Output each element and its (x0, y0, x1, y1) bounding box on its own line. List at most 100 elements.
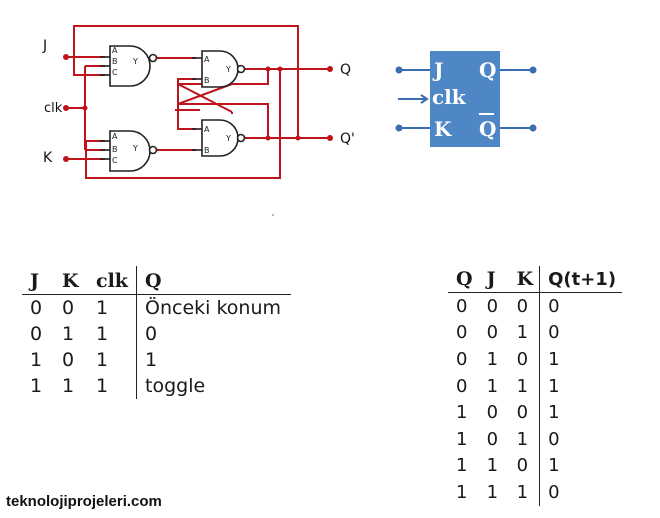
gates (100, 45, 246, 172)
symbol-box (430, 51, 500, 147)
pin-label: Y (132, 144, 138, 153)
table-cell: 1 (456, 455, 468, 477)
pin-label: A (112, 46, 118, 55)
symbol-label-j: J (432, 58, 443, 82)
table-cell: 1 (96, 297, 109, 319)
table-cell: 0 (539, 319, 623, 347)
pin-label: Y (225, 65, 231, 74)
table-cell: 0 (539, 425, 623, 453)
symbol-label-q-bar: Q (479, 117, 496, 141)
table-cell: 1 (539, 452, 623, 480)
table-cell: 1 (30, 349, 43, 371)
table-cell: 1 (456, 428, 468, 450)
input-label-k: K (43, 150, 53, 166)
nand2-gate-bottom (192, 119, 246, 157)
table-cell: 1 (539, 372, 623, 400)
column-header: J (22, 266, 54, 295)
table-cell: 1 (516, 481, 529, 503)
pin-label: C (112, 68, 118, 77)
table-cell: 1 (486, 481, 499, 503)
table-cell: 1 (96, 375, 109, 397)
column-header: K (54, 266, 88, 295)
stray-dot (272, 214, 274, 216)
table-cell: 1 (96, 349, 109, 371)
table-cell: 0 (516, 455, 529, 477)
table-cell: 0 (456, 295, 468, 317)
table-cell: 0 (30, 323, 43, 345)
table-cell: 1 (539, 399, 623, 426)
table-cell: 0 (516, 348, 529, 370)
wires (66, 25, 330, 179)
table-cell: 1 (516, 322, 529, 344)
table-cell: 1 (486, 348, 499, 370)
column-header: Q (136, 266, 291, 295)
table-cell: 1 (136, 347, 291, 373)
table-cell: 1 (486, 375, 499, 397)
nand3-gate-top (100, 45, 158, 87)
table-cell: 0 (516, 295, 529, 317)
table-cell: 1 (456, 481, 468, 503)
column-header: Q(t+1) (539, 266, 623, 293)
pin-label: B (204, 76, 210, 85)
column-header: clk (88, 266, 137, 295)
table-cell: 0 (62, 349, 75, 371)
table-cell: 0 (486, 322, 499, 344)
wire-junctions (63, 54, 333, 162)
pin-label: Y (132, 57, 138, 66)
jk-truth-table: J K clk Q 0 0 1 Önceki konum 0 1 1 0 1 0… (22, 266, 291, 399)
jk-flip-flop-symbol: J clk K Q Q (395, 51, 537, 147)
table-cell: Önceki konum (136, 294, 291, 321)
table-cell: 0 (486, 402, 499, 424)
table-cell: 1 (456, 402, 468, 424)
table-cell: 1 (62, 375, 75, 397)
table-cell: 0 (539, 292, 623, 320)
table-header-row: Q J K Q(t+1) (448, 266, 623, 293)
table-cell: 0 (456, 375, 468, 397)
nand2-gate-top (192, 50, 246, 88)
table-cell: 0 (136, 321, 291, 347)
table-cell: 1 (30, 375, 43, 397)
pin-label: B (112, 145, 118, 154)
pin-label: A (112, 132, 118, 141)
pin-label: Y (225, 134, 231, 143)
table-cell: 1 (516, 375, 529, 397)
table-cell: 0 (62, 297, 75, 319)
table-cell: 1 (539, 346, 623, 373)
table-cell: 0 (486, 428, 499, 450)
table-row: 1 1 1 toggle (22, 373, 291, 399)
table-cell: 0 (516, 402, 529, 424)
table-cell: 0 (456, 322, 468, 344)
pin-label: C (112, 156, 118, 165)
table-cell: 1 (516, 428, 529, 450)
site-watermark: teknolojiprojeleri.com (6, 493, 162, 510)
table-cell: 0 (456, 348, 468, 370)
pin-label: A (204, 55, 210, 64)
column-header: K (508, 266, 540, 293)
input-label-j: J (42, 38, 47, 54)
column-header: J (478, 266, 509, 293)
pin-label: B (112, 57, 118, 66)
output-label-q: Q (340, 62, 351, 78)
symbol-label-clk: clk (432, 85, 467, 109)
table-row: 0 0 1 Önceki konum (22, 294, 291, 321)
table-cell: 0 (539, 479, 623, 506)
symbol-label-q: Q (479, 58, 496, 82)
table-cell: 1 (96, 323, 109, 345)
nand3-gate-bottom (100, 130, 158, 172)
input-label-clk: clk (44, 101, 63, 116)
pin-label: A (204, 125, 210, 134)
output-label-q-not: Q' (340, 131, 355, 147)
column-header: Q (448, 266, 479, 293)
table-cell: 0 (30, 297, 43, 319)
gate-pin-labels: A B C Y A B C Y A B Y A B Y (112, 46, 231, 165)
